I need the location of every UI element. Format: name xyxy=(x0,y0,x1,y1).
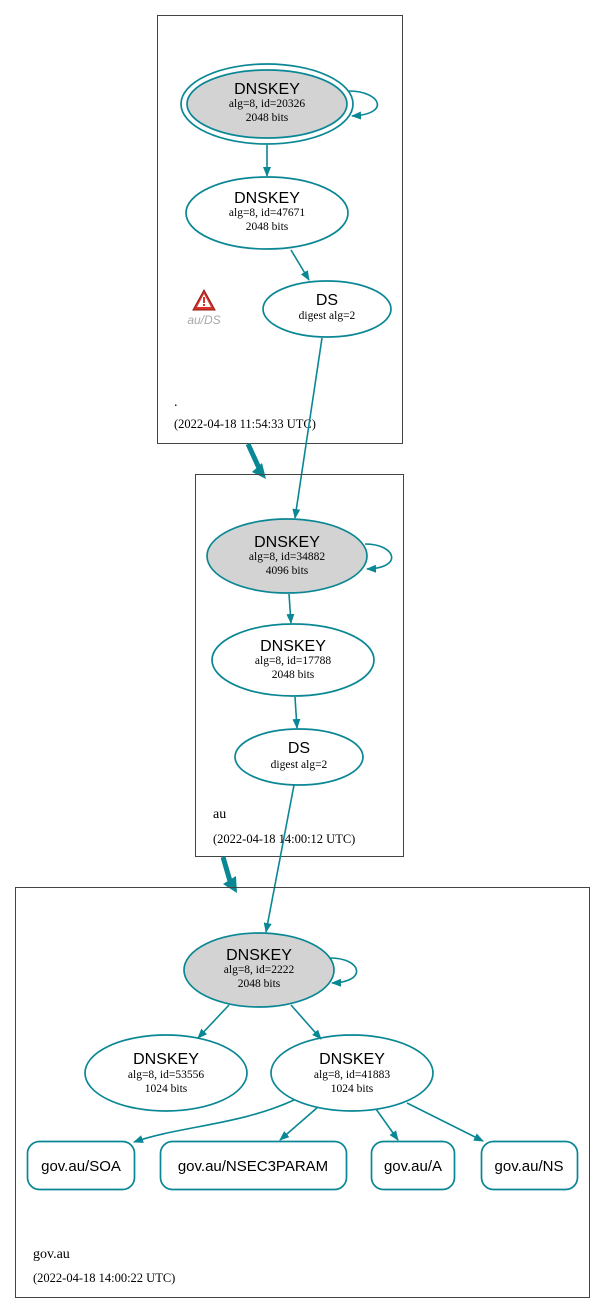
govau-dnskey-2222-ellipse xyxy=(183,932,335,1008)
warning-label: au/DS xyxy=(187,313,220,327)
au-ds-to-govau-ksk-edge xyxy=(263,784,295,933)
zone-root-name: . xyxy=(174,395,178,410)
au-dnskey-34882-node[interactable]: DNSKEY alg=8, id=34882 4096 bits xyxy=(206,518,368,594)
au-dnskey-17788-bits: 2048 bits xyxy=(272,669,315,681)
au-dnskey-17788-title: DNSKEY xyxy=(260,638,326,655)
govau-dnskey-53556-bits: 1024 bits xyxy=(145,1083,188,1095)
zone-au: au (2022-04-18 14:00:12 UTC) DNSKEY alg=… xyxy=(195,474,404,857)
govau-dnskey-41883-title: DNSKEY xyxy=(319,1051,385,1068)
au-dnskey-34882-ellipse xyxy=(206,518,368,594)
rrset-govau-ns-label: gov.au/NS xyxy=(495,1158,564,1175)
root-ds-digest: digest alg=2 xyxy=(299,310,356,322)
govau-dnskey-41883-bits: 1024 bits xyxy=(331,1083,374,1095)
govau-dnskey-2222-title: DNSKEY xyxy=(226,947,292,964)
au-ds-warning[interactable]: au/DS xyxy=(187,288,221,327)
au-ds-node[interactable]: DS digest alg=2 xyxy=(234,728,364,786)
zone-govau: gov.au (2022-04-18 14:00:22 UTC) DNSKEY … xyxy=(15,887,590,1298)
zone-govau-timestamp: (2022-04-18 14:00:22 UTC) xyxy=(33,1271,175,1285)
rrset-govau-ns-box xyxy=(480,1140,579,1191)
govau-zsk-to-ns-edge xyxy=(406,1102,484,1142)
govau-dnskey-2222-bits: 2048 bits xyxy=(238,978,281,990)
root-ds-to-au-ksk-edge xyxy=(292,337,323,519)
rrset-govau-soa-label: gov.au/SOA xyxy=(41,1158,121,1175)
au-dnskey-17788-ellipse xyxy=(211,623,375,697)
root-dnskey-47671-node[interactable]: DNSKEY alg=8, id=47671 2048 bits xyxy=(185,176,349,250)
zone-govau-box xyxy=(15,887,590,1298)
root-dnskey-47671-title: DNSKEY xyxy=(234,190,300,207)
au-ds-digest: digest alg=2 xyxy=(271,759,328,771)
root-dnskey-20326-bits: 2048 bits xyxy=(246,112,289,124)
root-ksk-self-signature-edge xyxy=(348,90,378,120)
zone-au-name: au xyxy=(213,807,226,822)
zone-root: . (2022-04-18 11:54:33 UTC) DNSKEY alg=8… xyxy=(157,15,403,444)
au-ksk-self-signature-edge xyxy=(364,543,393,573)
root-dnskey-47671-bits: 2048 bits xyxy=(246,221,289,233)
rrset-govau-soa[interactable]: gov.au/SOA xyxy=(26,1140,136,1191)
au-zsk-to-ds-edge xyxy=(292,696,301,729)
govau-zsk-to-soa-edge xyxy=(133,1099,295,1143)
root-ds-title: DS xyxy=(316,292,338,309)
govau-dnskey-41883-ellipse xyxy=(270,1034,434,1112)
rrset-govau-a[interactable]: gov.au/A xyxy=(370,1140,456,1191)
zone-root-box xyxy=(157,15,403,444)
au-ds-ellipse xyxy=(234,728,364,786)
au-dnskey-34882-bits: 4096 bits xyxy=(266,565,309,577)
govau-zsk-to-nsec3param-edge xyxy=(279,1106,319,1141)
au-ksk-to-zsk-edge xyxy=(286,593,295,624)
root-zsk-to-ds-edge xyxy=(290,249,310,281)
govau-zsk-to-a-edge xyxy=(375,1108,399,1141)
au-to-govau-delegation-arrowhead xyxy=(223,876,237,893)
au-ds-title: DS xyxy=(288,740,310,757)
zone-govau-name: gov.au xyxy=(33,1247,70,1262)
root-dnskey-47671-ellipse xyxy=(185,176,349,250)
au-dnskey-17788-id: alg=8, id=17788 xyxy=(255,655,331,667)
root-dnskey-20326-node[interactable]: DNSKEY alg=8, id=20326 2048 bits xyxy=(180,63,354,145)
govau-ksk-to-zsk-53556-edge xyxy=(197,1004,230,1039)
rrset-govau-nsec3param-box xyxy=(159,1140,348,1191)
root-ds-ellipse xyxy=(262,280,392,338)
govau-dnskey-53556-id: alg=8, id=53556 xyxy=(128,1069,204,1081)
rrset-govau-soa-box xyxy=(26,1140,136,1191)
root-dnskey-20326-title: DNSKEY xyxy=(234,81,300,98)
root-dnskey-20326-id: alg=8, id=20326 xyxy=(229,98,305,110)
root-ds-node[interactable]: DS digest alg=2 xyxy=(262,280,392,338)
govau-dnskey-2222-node[interactable]: DNSKEY alg=8, id=2222 2048 bits xyxy=(183,932,335,1008)
root-to-au-delegation-edge xyxy=(245,442,262,470)
root-dnskey-20326-inner-ring xyxy=(186,69,348,139)
zone-root-timestamp: (2022-04-18 11:54:33 UTC) xyxy=(174,417,316,431)
rrset-govau-ns[interactable]: gov.au/NS xyxy=(480,1140,579,1191)
govau-dnskey-53556-ellipse xyxy=(84,1034,248,1112)
au-dnskey-17788-node[interactable]: DNSKEY alg=8, id=17788 2048 bits xyxy=(211,623,375,697)
govau-dnskey-41883-node[interactable]: DNSKEY alg=8, id=41883 1024 bits xyxy=(270,1034,434,1112)
au-to-govau-delegation-edge xyxy=(220,856,233,882)
warning-triangle-icon xyxy=(192,288,216,311)
rrset-govau-nsec3param[interactable]: gov.au/NSEC3PARAM xyxy=(159,1140,348,1191)
govau-ksk-self-signature-edge xyxy=(329,957,358,987)
govau-dnskey-53556-node[interactable]: DNSKEY alg=8, id=53556 1024 bits xyxy=(84,1034,248,1112)
govau-dnskey-2222-id: alg=8, id=2222 xyxy=(224,964,295,976)
root-dnskey-47671-id: alg=8, id=47671 xyxy=(229,207,305,219)
govau-dnskey-41883-id: alg=8, id=41883 xyxy=(314,1069,390,1081)
govau-ksk-to-zsk-41883-edge xyxy=(290,1004,322,1040)
rrset-govau-a-label: gov.au/A xyxy=(384,1158,442,1175)
au-dnskey-34882-id: alg=8, id=34882 xyxy=(249,551,325,563)
rrset-govau-a-box xyxy=(370,1140,456,1191)
zone-au-box xyxy=(195,474,404,857)
au-dnskey-34882-title: DNSKEY xyxy=(254,534,320,551)
govau-dnskey-53556-title: DNSKEY xyxy=(133,1051,199,1068)
rrset-govau-nsec3param-label: gov.au/NSEC3PARAM xyxy=(178,1158,328,1175)
